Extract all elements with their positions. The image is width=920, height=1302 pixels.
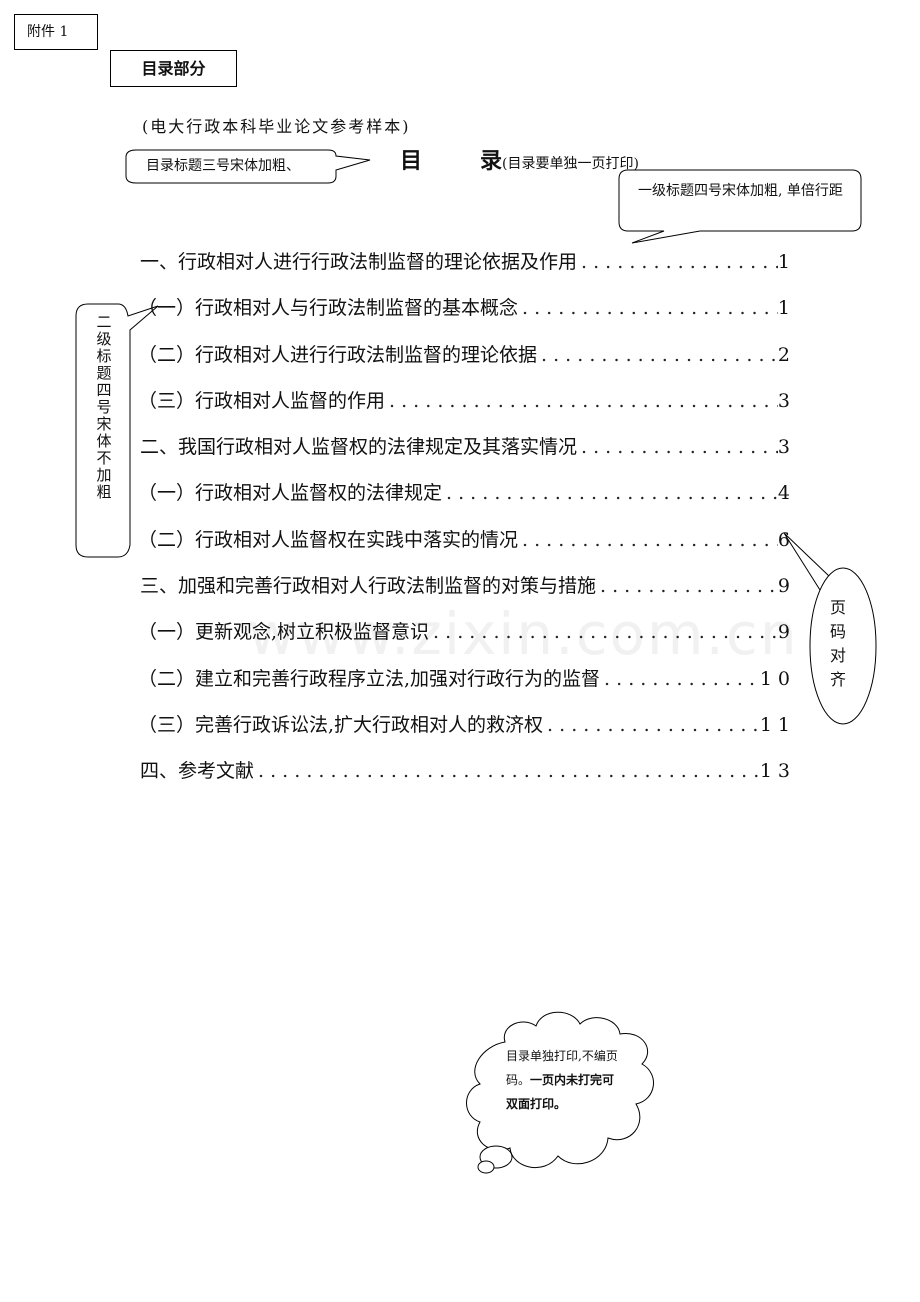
toc-leader-dots (442, 470, 778, 516)
toc-entry-page: 4 (777, 482, 796, 505)
toc-leader-dots (600, 656, 760, 702)
toc-entry[interactable]: （一）行政相对人与行政法制监督的基本概念1 (138, 285, 790, 331)
toc-entry-label: （一）更新观念,树立积极监督意识 (138, 621, 430, 644)
toc-title: 目 录(目录要单独一页打印) (400, 143, 639, 175)
section-label: 目录部分 (110, 50, 237, 87)
toc-leader-dots (577, 424, 778, 470)
toc-entry-page: 2 (777, 343, 796, 366)
toc-entry[interactable]: （二）行政相对人进行行政法制监督的理论依据2 (138, 332, 790, 378)
sample-subtitle: (电大行政本科毕业论文参考样本) (142, 117, 411, 136)
toc-entry-page: 13 (759, 760, 796, 783)
print-note-normal: 目录单独打印,不编页码。 (506, 1049, 618, 1087)
toc-leader-dots (577, 239, 778, 285)
level2-callout-shape (75, 303, 159, 558)
toc-entry[interactable]: （一）更新观念,树立积极监督意识9 (138, 609, 790, 655)
toc-entry[interactable]: （三）行政相对人监督的作用3 (138, 378, 790, 424)
print-note-bold: 一页内未打完可双面打印。 (506, 1073, 615, 1111)
toc-entry[interactable]: 二、我国行政相对人监督权的法律规定及其落实情况3 (140, 424, 790, 470)
toc-leader-dots (254, 748, 760, 794)
toc-leader-dots (537, 332, 778, 378)
toc-entry[interactable]: （二）建立和完善行政程序立法,加强对行政行为的监督10 (138, 656, 790, 702)
toc-leader-dots (385, 378, 778, 424)
print-note-cloud (466, 1011, 654, 1174)
toc-entry-label: （一）行政相对人与行政法制监督的基本概念 (138, 297, 519, 320)
toc-entry[interactable]: （一）行政相对人监督权的法律规定4 (138, 470, 790, 516)
toc-entry-label: 三、加强和完善行政相对人行政法制监督的对策与措施 (140, 575, 597, 598)
toc-list: 一、行政相对人进行行政法制监督的理论依据及作用1 （一）行政相对人与行政法制监督… (138, 239, 790, 795)
toc-title-char-1: 目 (400, 149, 423, 174)
toc-entry-label: 一、行政相对人进行行政法制监督的理论依据及作用 (140, 251, 578, 273)
page-align-annotation: 页码对齐 (829, 598, 846, 689)
toc-entry-label: 四、参考文献 (140, 760, 255, 783)
toc-entry-label: （三）完善行政诉讼法,扩大行政相对人的救济权 (138, 713, 544, 736)
toc-entry[interactable]: 一、行政相对人进行行政法制监督的理论依据及作用1 (140, 239, 790, 285)
toc-leader-dots (518, 517, 778, 563)
title-format-callout-shape (125, 149, 371, 184)
toc-entry-label: （三）行政相对人监督的作用 (138, 389, 386, 412)
print-note-annotation: 目录单独打印,不编页码。一页内未打完可双面打印。 (506, 1044, 618, 1116)
toc-entry-page: 1 (777, 251, 796, 273)
toc-entry-page: 3 (777, 389, 796, 412)
page-align-callout-shape (783, 532, 831, 591)
toc-entry-page: 9 (777, 621, 796, 644)
toc-entry[interactable]: 三、加强和完善行政相对人行政法制监督的对策与措施9 (140, 563, 790, 609)
toc-leader-dots (543, 702, 760, 748)
toc-leader-dots (518, 285, 778, 331)
title-format-annotation: 目录标题三号宋体加粗、 (146, 158, 300, 174)
toc-entry[interactable]: （三）完善行政诉讼法,扩大行政相对人的救济权11 (138, 702, 790, 748)
toc-title-char-2: 录 (480, 149, 503, 174)
toc-entry[interactable]: （二）行政相对人监督权在实践中落实的情况6 (138, 517, 790, 563)
level1-callout-shape (618, 169, 862, 244)
toc-entry-label: 二、我国行政相对人监督权的法律规定及其落实情况 (140, 436, 578, 459)
level1-format-annotation: 一级标题四号宋体加粗, 单倍行距 (638, 183, 843, 199)
toc-entry-page: 1 (777, 297, 796, 320)
page-align-callout-ellipse (809, 567, 877, 725)
toc-entry-page: 3 (777, 436, 796, 459)
toc-entry-label: （二）建立和完善行政程序立法,加强对行政行为的监督 (138, 667, 601, 690)
attachment-label: 附件 1 (14, 14, 98, 50)
toc-leader-dots (429, 609, 778, 655)
toc-entry-page: 10 (759, 667, 796, 690)
toc-entry-label: （一）行政相对人监督权的法律规定 (138, 482, 443, 505)
toc-entry-page: 11 (759, 713, 796, 736)
toc-title-note: (目录要单独一页打印) (502, 156, 639, 172)
toc-entry-page: 6 (777, 528, 796, 551)
toc-leader-dots (596, 563, 778, 609)
toc-entry-label: （二）行政相对人进行行政法制监督的理论依据 (138, 343, 538, 366)
level2-format-annotation: 二级标题四号宋体不加粗 (96, 313, 112, 501)
toc-entry-label: （二）行政相对人监督权在实践中落实的情况 (138, 528, 519, 551)
toc-entry-page: 9 (777, 575, 796, 598)
toc-entry[interactable]: 四、参考文献13 (140, 748, 790, 794)
